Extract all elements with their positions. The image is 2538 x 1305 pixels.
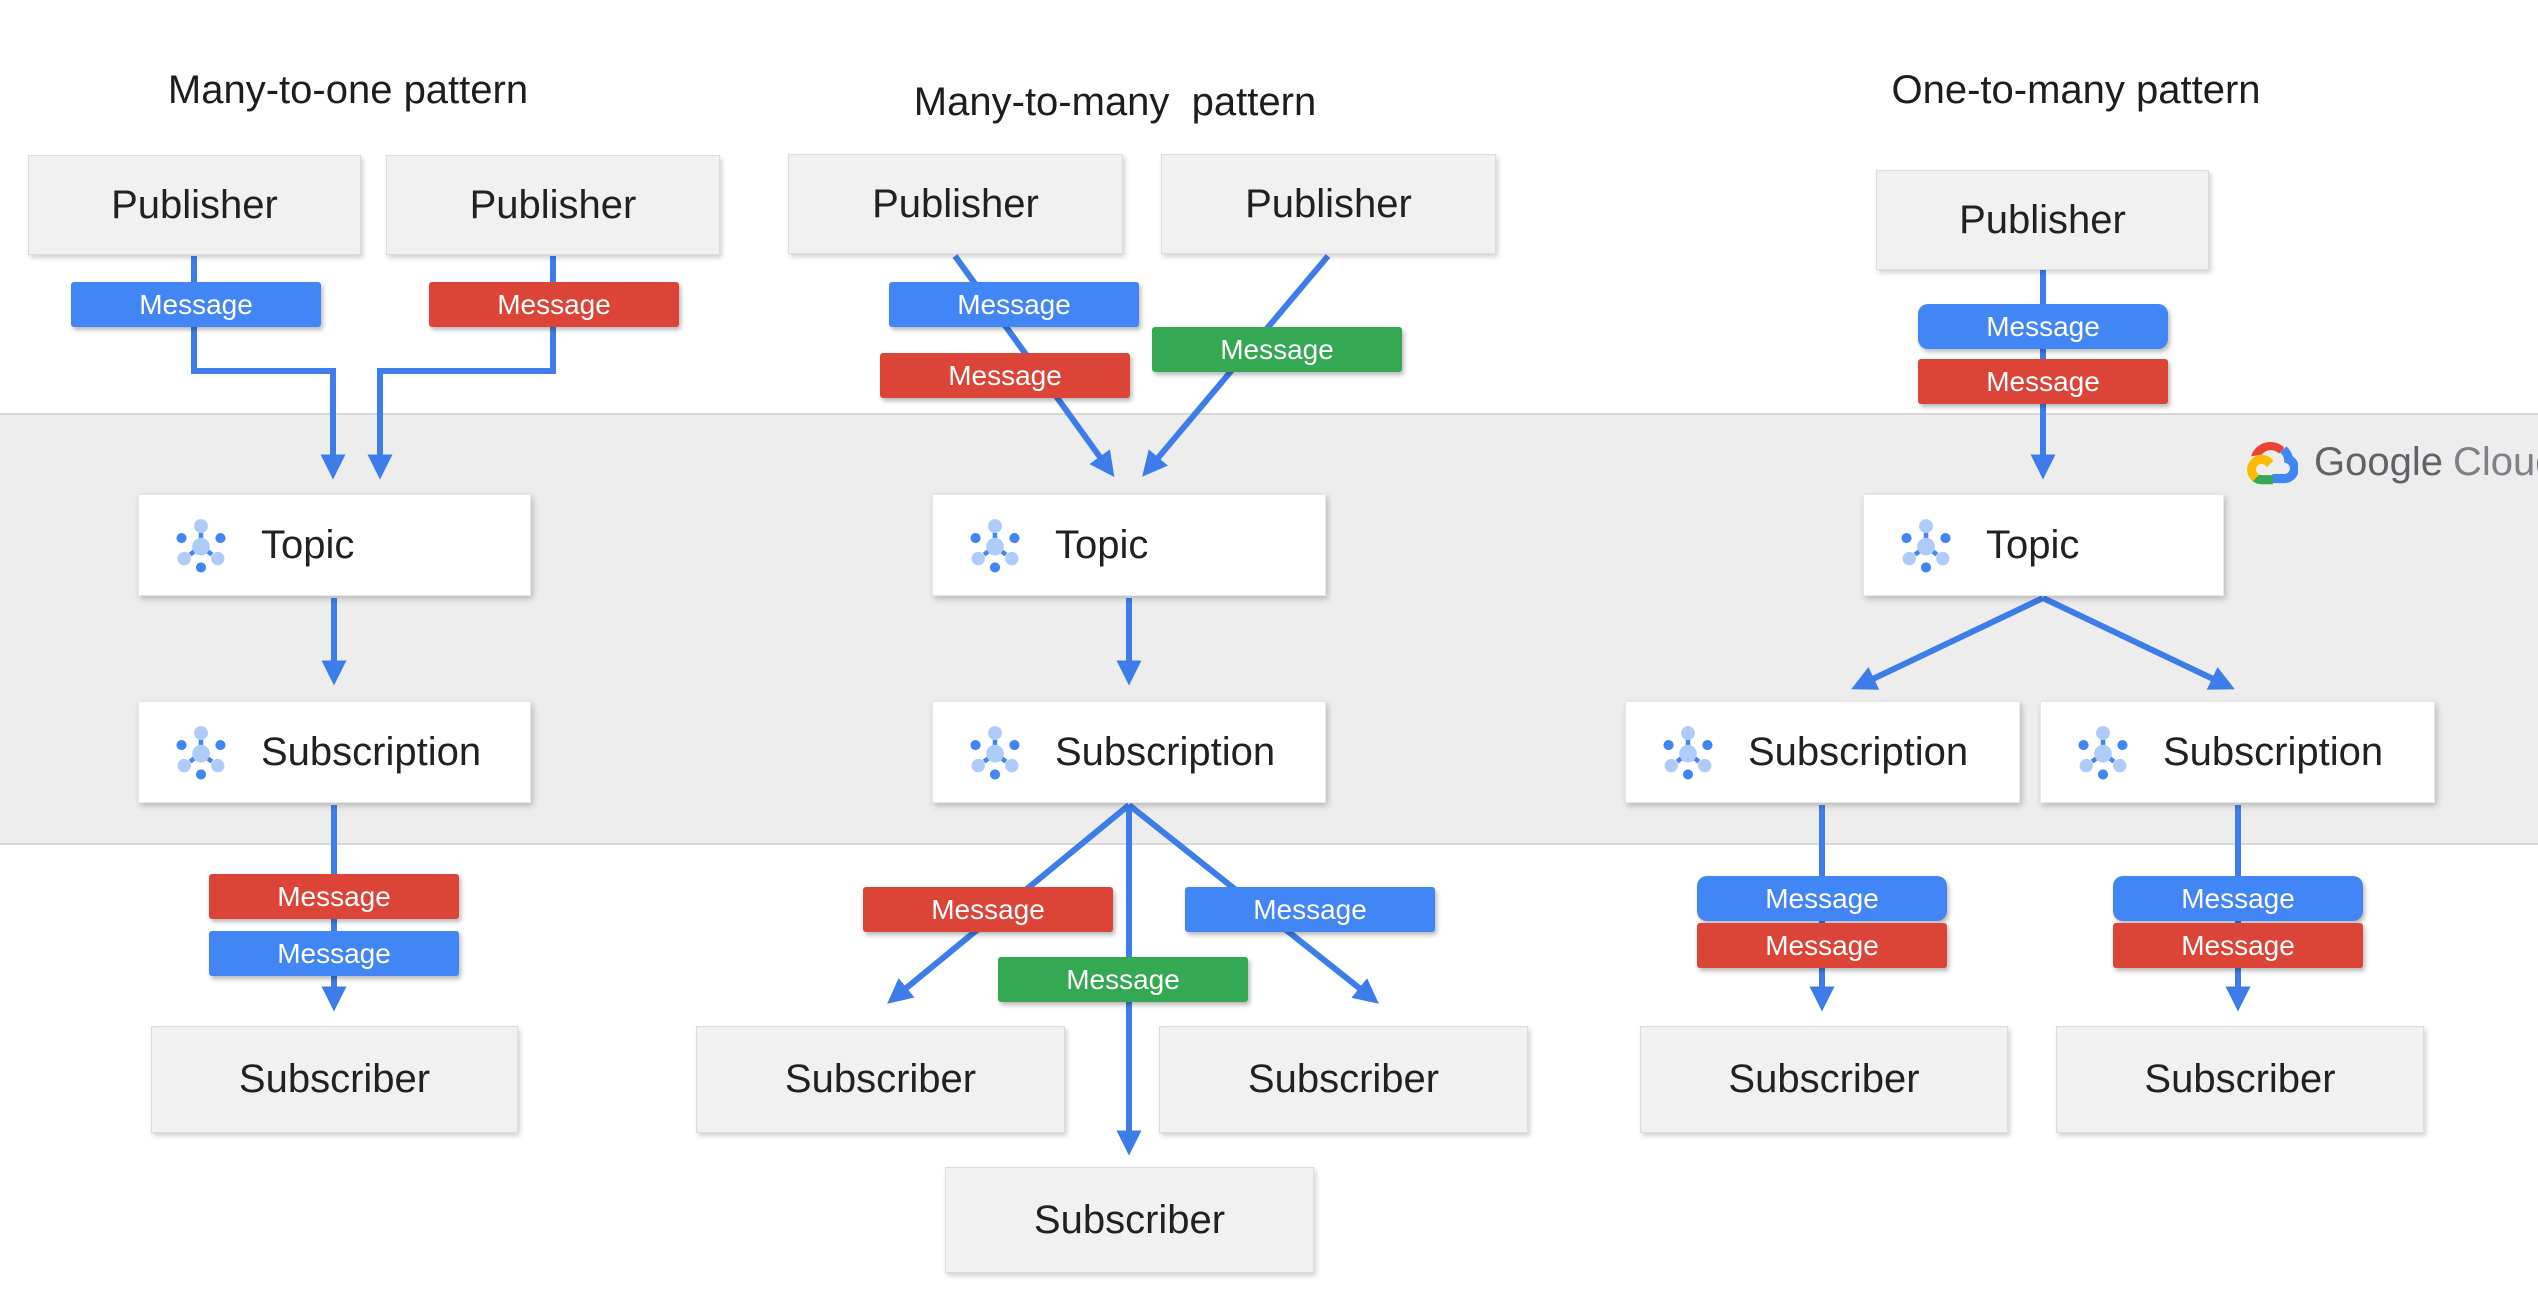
- topic-label: Topic: [1055, 522, 1149, 567]
- topic-box: Topic: [138, 494, 531, 596]
- pubsub-subscription-icon: [2078, 726, 2128, 780]
- message-badge: Message: [863, 887, 1113, 932]
- subscriber-box: Subscriber: [1159, 1026, 1528, 1133]
- subscriber-box: Subscriber: [2056, 1026, 2424, 1133]
- subscription-box: Subscription: [138, 701, 531, 803]
- google-cloud-logo-icon: [2247, 441, 2298, 484]
- arrow-topic-to-subscription-left: [1851, 595, 2045, 690]
- publisher-label: Publisher: [111, 182, 278, 227]
- subscription-label: Subscription: [261, 729, 482, 774]
- pattern-title: Many-to-one pattern: [167, 68, 529, 112]
- subscriber-label: Subscriber: [238, 1057, 431, 1101]
- message-badge: Message: [1918, 359, 2168, 404]
- subscriber-label: Subscriber: [1247, 1057, 1440, 1101]
- google-cloud-logo-text: GoogleCloud: [2314, 440, 2538, 485]
- subscriber-label: Subscriber: [784, 1057, 977, 1101]
- subscriber-box: Subscriber: [945, 1167, 1314, 1273]
- topic-label: Topic: [261, 522, 355, 567]
- message-badge: Message: [1697, 923, 1947, 968]
- pubsub-subscription-icon: [970, 726, 1020, 780]
- message-badge: Message: [1918, 304, 2168, 349]
- subscription-box: Subscription: [2040, 701, 2435, 803]
- logo-cloud-text: Cloud: [2452, 440, 2538, 484]
- pubsub-topic-icon: [176, 519, 226, 573]
- publisher-label: Publisher: [1245, 181, 1412, 226]
- publisher-box: Publisher: [28, 155, 361, 255]
- subscriber-label: Subscriber: [1728, 1057, 1920, 1101]
- pubsub-topic-icon: [1901, 519, 1951, 573]
- message-badge: Message: [1697, 876, 1947, 921]
- publisher-box: Publisher: [1876, 170, 2209, 270]
- topic-box: Topic: [1863, 494, 2224, 596]
- message-badge: Message: [2113, 876, 2363, 921]
- pubsub-subscription-icon: [1663, 726, 1713, 780]
- message-badge: Message: [209, 874, 459, 919]
- topic-box: Topic: [932, 494, 1326, 596]
- subscription-label: Subscription: [1055, 729, 1276, 774]
- topic-label: Topic: [1986, 522, 2080, 567]
- subscriber-label: Subscriber: [2144, 1057, 2336, 1101]
- message-badge: Message: [429, 282, 679, 327]
- pubsub-subscription-icon: [176, 726, 226, 780]
- message-badge: Message: [1185, 887, 1435, 932]
- subscription-box: Subscription: [932, 701, 1326, 803]
- publisher-box: Publisher: [1161, 154, 1496, 254]
- message-badge: Message: [880, 353, 1130, 398]
- publisher-label: Publisher: [872, 181, 1039, 226]
- logo-google-text: Google: [2314, 440, 2443, 484]
- message-badge: Message: [71, 282, 321, 327]
- pattern-title: One-to-many pattern: [1891, 68, 2261, 112]
- subscription-label: Subscription: [1748, 729, 1969, 774]
- subscriber-box: Subscriber: [696, 1026, 1065, 1133]
- message-badge: Message: [2113, 923, 2363, 968]
- arrow-topic-to-subscription-right: [2041, 595, 2235, 690]
- subscription-box: Subscription: [1625, 701, 2020, 803]
- subscriber-box: Subscriber: [1640, 1026, 2008, 1133]
- message-badge: Message: [889, 282, 1139, 327]
- publisher-box: Publisher: [386, 155, 720, 255]
- subscription-label: Subscription: [2163, 729, 2384, 774]
- message-badge: Message: [998, 957, 1248, 1002]
- publisher-box: Publisher: [788, 154, 1123, 254]
- subscriber-box: Subscriber: [151, 1026, 518, 1133]
- message-badge: Message: [1152, 327, 1402, 372]
- publisher-label: Publisher: [1959, 197, 2126, 242]
- google-cloud-logo: GoogleCloud: [2246, 440, 2538, 485]
- publisher-label: Publisher: [469, 182, 637, 227]
- message-badge: Message: [209, 931, 459, 976]
- subscriber-label: Subscriber: [1033, 1197, 1226, 1242]
- pattern-title: Many-to-many pattern: [913, 80, 1317, 124]
- pubsub-topic-icon: [970, 519, 1020, 573]
